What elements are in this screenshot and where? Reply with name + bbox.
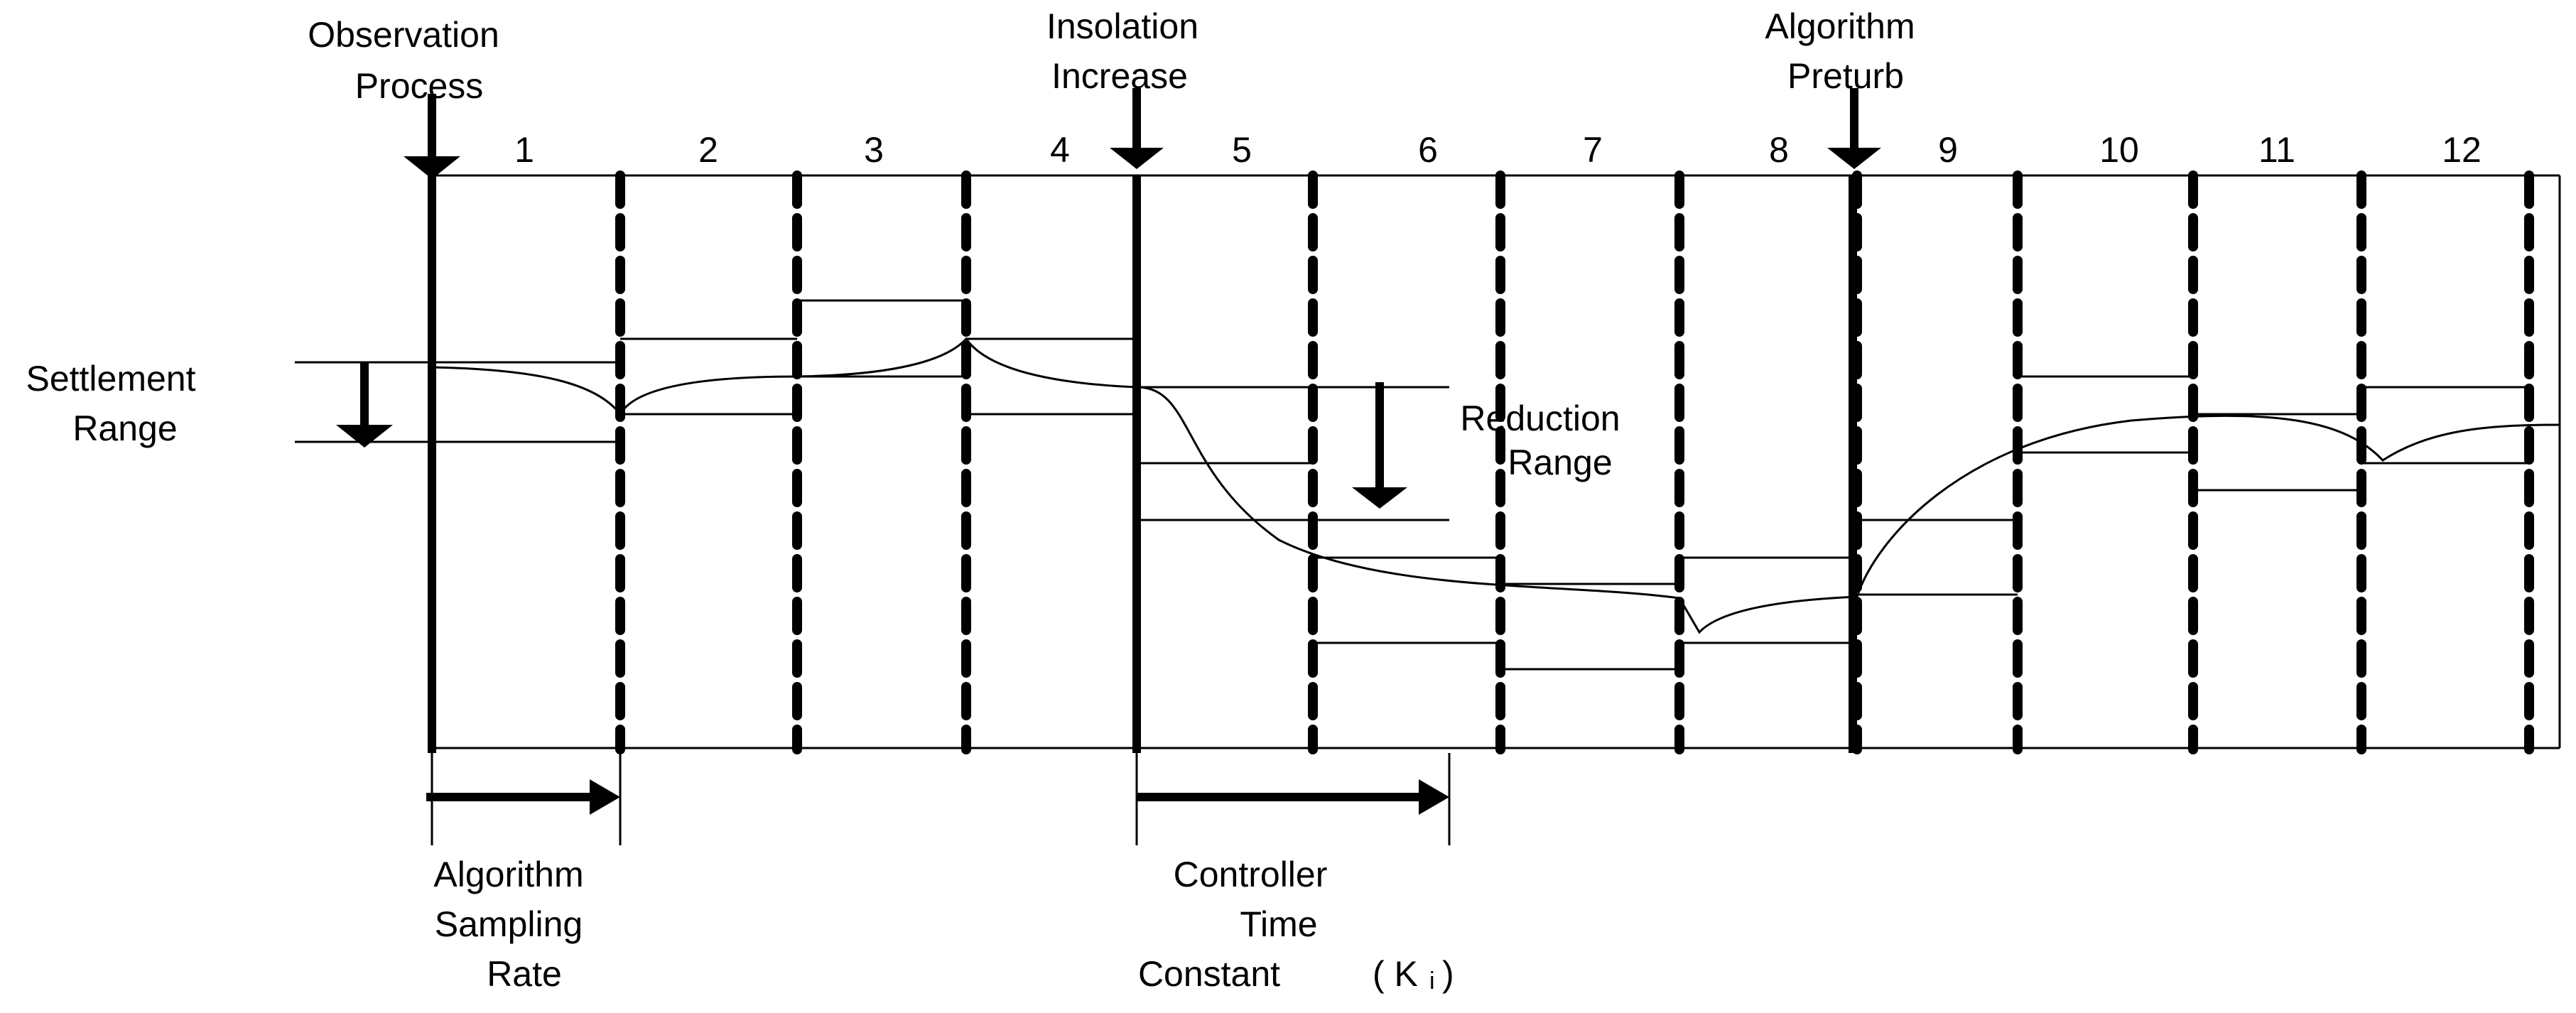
svg-text:Sampling: Sampling xyxy=(435,904,583,944)
svg-text:Algorithm: Algorithm xyxy=(433,855,583,894)
observation-label: Observation Process xyxy=(308,15,499,106)
range-arrows xyxy=(336,362,1407,509)
event-arrows xyxy=(404,88,1881,179)
settlement-arrow-head xyxy=(336,425,393,448)
interval-label: 8 xyxy=(1769,130,1789,170)
interval-label: 2 xyxy=(698,130,718,170)
ki-subscript: i xyxy=(1429,968,1435,995)
sampling-arrow-head xyxy=(590,779,620,815)
interval-label: 1 xyxy=(514,130,534,170)
svg-text:Preturb: Preturb xyxy=(1787,56,1904,96)
observation-arrow-head xyxy=(404,156,460,179)
response-curve xyxy=(431,337,2560,634)
svg-text:Insolation: Insolation xyxy=(1046,6,1198,46)
algorithm-perturb-label: Algorithm Preturb xyxy=(1765,6,1915,96)
ki-close: ) xyxy=(1442,954,1454,994)
svg-text:Increase: Increase xyxy=(1051,56,1188,96)
controller-time-constant-label: Controller Time Constant ( K i ) xyxy=(1138,855,1454,995)
svg-text:Reduction: Reduction xyxy=(1460,399,1620,438)
svg-text:Settlement: Settlement xyxy=(26,359,195,399)
reduction-arrow-head xyxy=(1352,487,1407,509)
perturb-arrow-head xyxy=(1827,148,1881,169)
interval-label: 9 xyxy=(1938,130,1958,170)
svg-text:Controller: Controller xyxy=(1174,855,1328,894)
settlement-range-label: Settlement Range xyxy=(26,359,195,448)
svg-text:Constant: Constant xyxy=(1138,954,1280,994)
band-segments xyxy=(295,299,2529,671)
insolation-label: Insolation Increase xyxy=(1046,6,1198,96)
svg-text:Observation: Observation xyxy=(308,15,499,55)
interval-label: 7 xyxy=(1583,130,1603,170)
interval-labels: 1 2 3 4 5 6 7 8 9 10 11 12 xyxy=(514,130,2482,170)
interval-label: 5 xyxy=(1232,130,1252,170)
svg-text:Range: Range xyxy=(1508,443,1612,482)
svg-text:Time: Time xyxy=(1240,904,1317,944)
sampling-rate-label: Algorithm Sampling Rate xyxy=(433,855,583,994)
interval-label: 11 xyxy=(2258,130,2295,170)
ki-symbol: ( K xyxy=(1373,954,1418,994)
interval-label: 12 xyxy=(2442,130,2482,170)
svg-text:Rate: Rate xyxy=(487,954,562,994)
insolation-arrow-head xyxy=(1110,148,1164,169)
controller-arrow-head xyxy=(1419,779,1449,815)
reduction-range-label: Reduction Range xyxy=(1460,399,1620,482)
interval-label: 3 xyxy=(864,130,884,170)
interval-label: 4 xyxy=(1050,130,1070,170)
interval-label: 10 xyxy=(2099,130,2139,170)
bottom-arrows xyxy=(426,753,1451,845)
svg-text:Algorithm: Algorithm xyxy=(1765,6,1915,46)
interval-label: 6 xyxy=(1418,130,1438,170)
svg-text:Process: Process xyxy=(355,66,484,106)
svg-text:Range: Range xyxy=(72,408,177,448)
